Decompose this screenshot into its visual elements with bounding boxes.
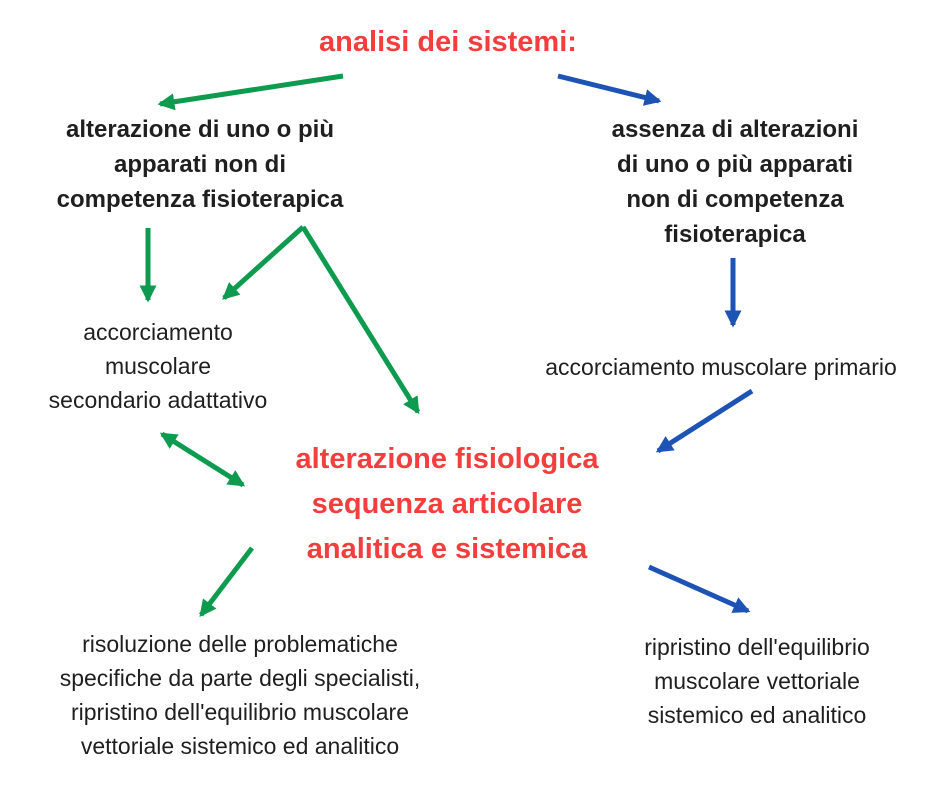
arrow-title-to-right-condition xyxy=(557,73,662,106)
node-primary-muscle-shortening: accorciamento muscolare primario xyxy=(545,354,897,380)
node-left-result: risoluzione delle problematiche specific… xyxy=(59,631,421,759)
arrow-central-to-left-result xyxy=(199,546,254,618)
arrow-secondary-central-bidirectional xyxy=(159,431,246,488)
node-secondary-muscle-shortening: accorciamento muscolare secondario adatt… xyxy=(48,319,268,413)
diagram-title: analisi dei sistemi: xyxy=(319,26,577,58)
arrow-title-to-left-condition xyxy=(157,73,344,111)
arrow-left-condition-to-secondary-b xyxy=(222,225,305,300)
node-central-outcome: alterazione fisiologica sequenza articol… xyxy=(295,443,599,565)
arrow-primary-to-central xyxy=(655,388,754,454)
node-right-result: ripristino dell'equilibrio muscolare vet… xyxy=(644,634,870,728)
arrow-left-condition-to-central xyxy=(300,225,421,415)
node-right-condition: assenza di alterazioni di uno o più appa… xyxy=(611,116,859,248)
arrow-central-to-right-result xyxy=(647,564,751,614)
node-left-condition: alterazione di uno o più apparati non di… xyxy=(56,116,344,213)
